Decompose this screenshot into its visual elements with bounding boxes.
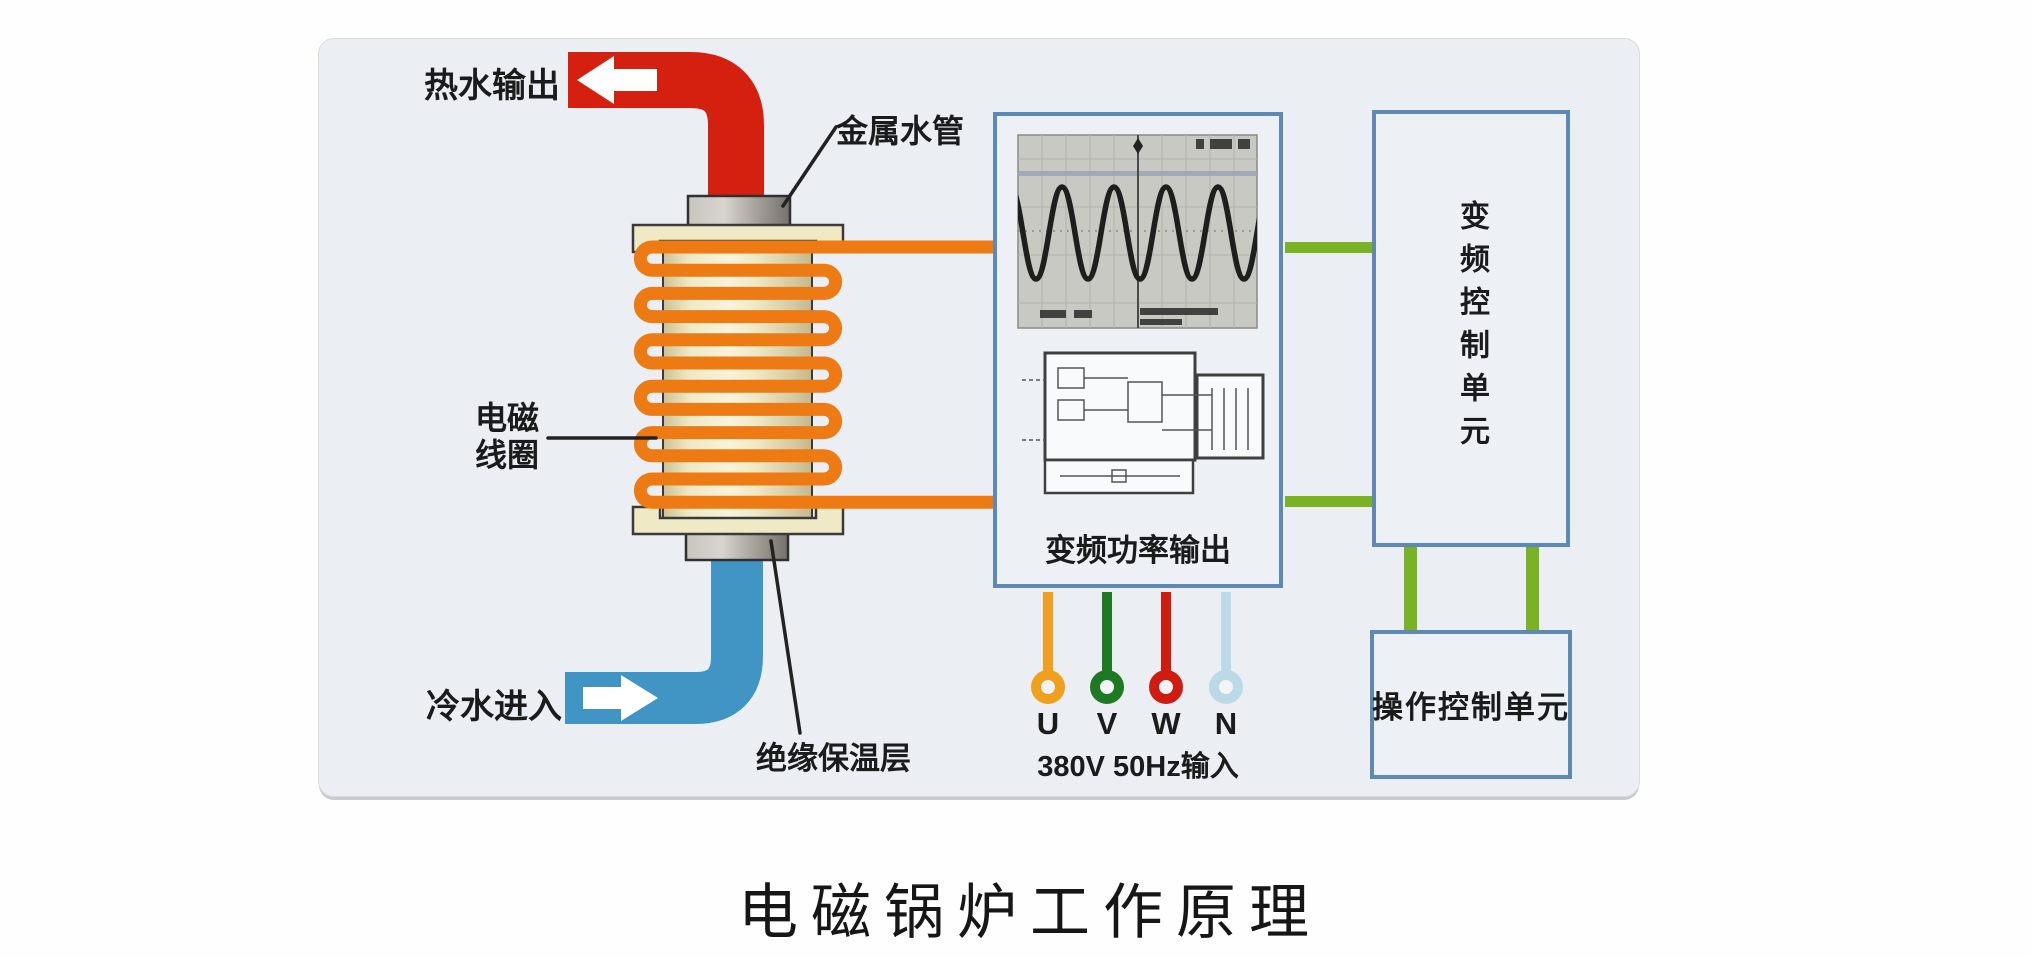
cold-water-inlet-label: 冷水进入 — [426, 688, 562, 726]
power-output-box — [993, 112, 1283, 588]
metal-pipe-label: 金属水管 — [836, 113, 965, 149]
inverter-control-label: 变频控制单元 — [1455, 199, 1488, 458]
coil-label: 电磁 线圈 — [474, 400, 539, 473]
operation-control-label: 操作控制单元 — [1372, 690, 1570, 725]
terminal-v-label: V — [1096, 706, 1118, 741]
inverter-control-box: 变频控制单元 — [1372, 110, 1570, 547]
hot-water-output-label: 热水输出 — [424, 67, 560, 105]
terminal-n-label: N — [1214, 706, 1238, 741]
insulation-layer-label: 绝缘保温层 — [756, 741, 911, 776]
terminal-w-label: W — [1151, 706, 1181, 741]
power-output-label: 变频功率输出 — [1045, 533, 1231, 568]
terminal-u-label: U — [1036, 706, 1060, 741]
page-title: 电磁锅炉工作原理 — [738, 880, 1322, 946]
power-input-label: 380V 50Hz输入 — [1037, 751, 1239, 783]
operation-control-box: 操作控制单元 — [1370, 630, 1572, 779]
